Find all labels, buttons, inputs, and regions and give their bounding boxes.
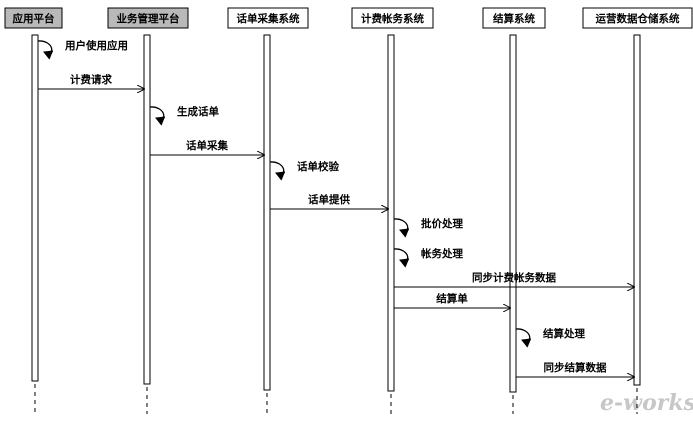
- self-message-label: 话单校验: [297, 160, 339, 173]
- lifeline-bar-cdr: [263, 34, 271, 391]
- self-message-label: 用户使用应用: [64, 39, 128, 52]
- self-message-arrow: [393, 248, 410, 268]
- message-label: 结算单: [436, 292, 468, 305]
- participant-box-cdr: [227, 7, 309, 29]
- participant-label-dw: 运营数据仓储系统: [596, 12, 680, 25]
- participant-label-biz: 业务管理平台: [117, 12, 180, 25]
- lifeline-bar-biz: [143, 34, 151, 385]
- lifeline-bar-dw: [633, 34, 641, 386]
- self-message-label: 批价处理: [421, 217, 463, 230]
- participant-label-bill: 计费帐务系统: [361, 12, 424, 25]
- watermark-logo: e-works: [600, 390, 693, 416]
- lifeline-bar-settle: [509, 34, 517, 393]
- participant-box-settle: [482, 7, 546, 29]
- participant-headers: 应用平台 业务管理平台 话单采集系统 计费帐务系统 结算系统 运营数据仓储系统: [4, 7, 693, 29]
- self-message-label: 结算处理: [543, 327, 585, 340]
- participant-label-app: 应用平台: [13, 12, 55, 25]
- message-label: 计费请求: [70, 73, 112, 86]
- lifeline-bar-bill: [387, 34, 395, 392]
- self-message-arrow: [269, 161, 286, 181]
- lifelines: [31, 34, 641, 414]
- watermark: e-works: [600, 390, 693, 416]
- message-label: 同步计费帐务数据: [472, 271, 556, 284]
- participant-label-settle: 结算系统: [493, 12, 535, 25]
- self-message-arrow: [37, 40, 54, 60]
- participant-box-dw: [582, 7, 693, 29]
- self-message-label: 帐务处理: [421, 247, 463, 260]
- participant-box-biz: [107, 7, 189, 29]
- messages: 用户使用应用计费请求生成话单话单采集话单校验话单提供批价处理帐务处理同步计费帐务…: [37, 39, 634, 377]
- self-message-arrow: [393, 218, 410, 238]
- lifeline-bar-app: [31, 34, 39, 382]
- self-message-arrow: [515, 328, 532, 348]
- self-message-label: 生成话单: [177, 105, 219, 118]
- message-label: 话单提供: [308, 193, 350, 206]
- participant-label-cdr: 话单采集系统: [237, 12, 300, 25]
- self-message-arrow: [149, 106, 166, 126]
- participant-box-bill: [351, 7, 434, 29]
- participant-box-app: [4, 7, 63, 29]
- message-label: 话单采集: [186, 139, 228, 152]
- message-label: 同步结算数据: [544, 361, 607, 374]
